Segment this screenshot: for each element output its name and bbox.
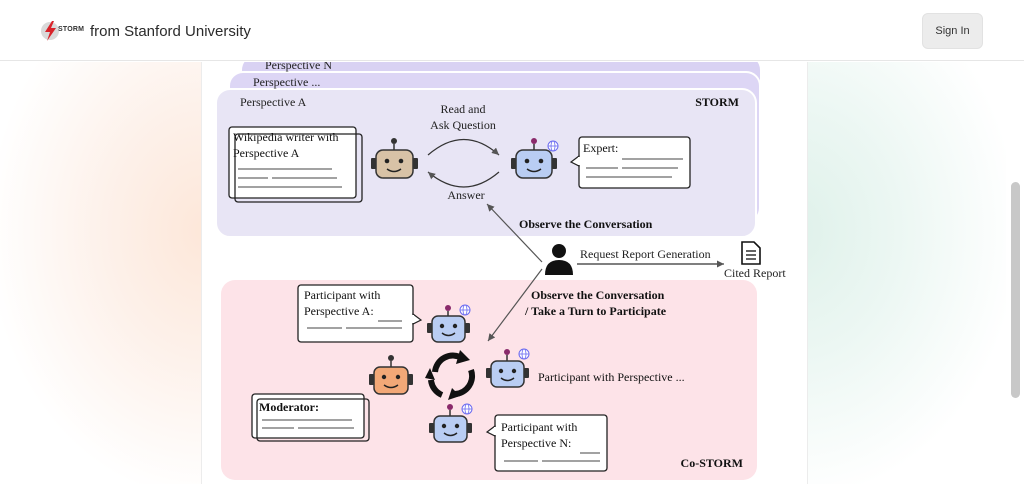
writer-box-shadow: [234, 133, 363, 203]
observe-turn-label-line2: / Take a Turn to Participate: [524, 304, 667, 318]
writer-label-line1: Wikipedia writer with: [233, 130, 339, 144]
storm-logo[interactable]: STORM: [40, 19, 86, 43]
lightning-icon: [41, 21, 59, 41]
participant-n-robot-icon: [429, 403, 473, 443]
perspective-n-label: Perspective N: [265, 62, 332, 72]
participant-a-robot-icon: [427, 304, 471, 343]
question-arrow: [427, 138, 500, 156]
moderator-robot-icon: [369, 355, 413, 395]
brand-subtitle: from Stanford University: [90, 22, 251, 40]
document-icon: [741, 241, 761, 265]
storm-overview-figure: Perspective N Perspective ... Perspectiv…: [201, 62, 808, 484]
participant-dots-label: Participant with Perspective ...: [538, 370, 685, 384]
answer-arrow: [427, 171, 500, 188]
background-gradient-left: [0, 62, 205, 484]
answer-label: Answer: [447, 188, 484, 202]
storm-title: STORM: [695, 95, 739, 109]
participant-a-line1: Participant with: [304, 288, 380, 302]
expert-label: Expert:: [583, 141, 618, 155]
writer-box: [228, 126, 357, 199]
read-and-label: Read and: [441, 102, 486, 116]
background-gradient-right: [794, 62, 1006, 484]
figure-diagram: Perspective N Perspective ... Perspectiv…: [215, 62, 786, 480]
logo-wordmark: STORM: [58, 26, 85, 33]
observe-conversation-label: Observe the Conversation: [519, 217, 653, 231]
cited-report-label: Cited Report: [724, 266, 786, 280]
participant-n-line1: Participant with: [501, 420, 577, 434]
request-report-label: Request Report Generation: [580, 247, 711, 261]
participant-n-lines: [504, 452, 600, 462]
user-icon: [545, 244, 573, 275]
writer-robot-icon: [371, 138, 418, 179]
cycle-arrows-icon: [425, 350, 476, 400]
expert-robot-icon: [511, 138, 559, 179]
observe-arrow-down: [487, 268, 543, 342]
moderator-label: Moderator:: [259, 400, 319, 414]
participant-a-line2: Perspective A:: [304, 304, 374, 318]
moderator-box-shadow: [256, 398, 370, 442]
moderator-box-lines: [262, 419, 354, 429]
writer-label-line2: Perspective A: [233, 146, 300, 160]
storm-panel: [215, 88, 757, 238]
scrollbar-thumb[interactable]: [1011, 182, 1020, 398]
observe-arrow-up: [486, 203, 543, 263]
participant-n-line2: Perspective N:: [501, 436, 571, 450]
ask-question-label: Ask Question: [430, 118, 496, 132]
writer-box-lines: [238, 168, 342, 188]
perspective-dots-label: Perspective ...: [253, 75, 320, 89]
costorm-title: Co-STORM: [681, 456, 743, 470]
observe-turn-label-line1: Observe the Conversation: [531, 288, 665, 302]
expert-box-lines: [586, 158, 683, 178]
participant-dots-robot-icon: [486, 348, 530, 388]
perspective-a-label: Perspective A: [240, 95, 307, 109]
moderator-box: [251, 393, 365, 439]
top-navigation-bar: STORM from Stanford University Sign In: [0, 0, 1024, 61]
participant-n-box: [494, 414, 608, 472]
sign-in-button[interactable]: Sign In: [922, 13, 983, 49]
brand[interactable]: STORM from Stanford University: [40, 18, 251, 44]
participant-a-lines: [307, 320, 402, 329]
